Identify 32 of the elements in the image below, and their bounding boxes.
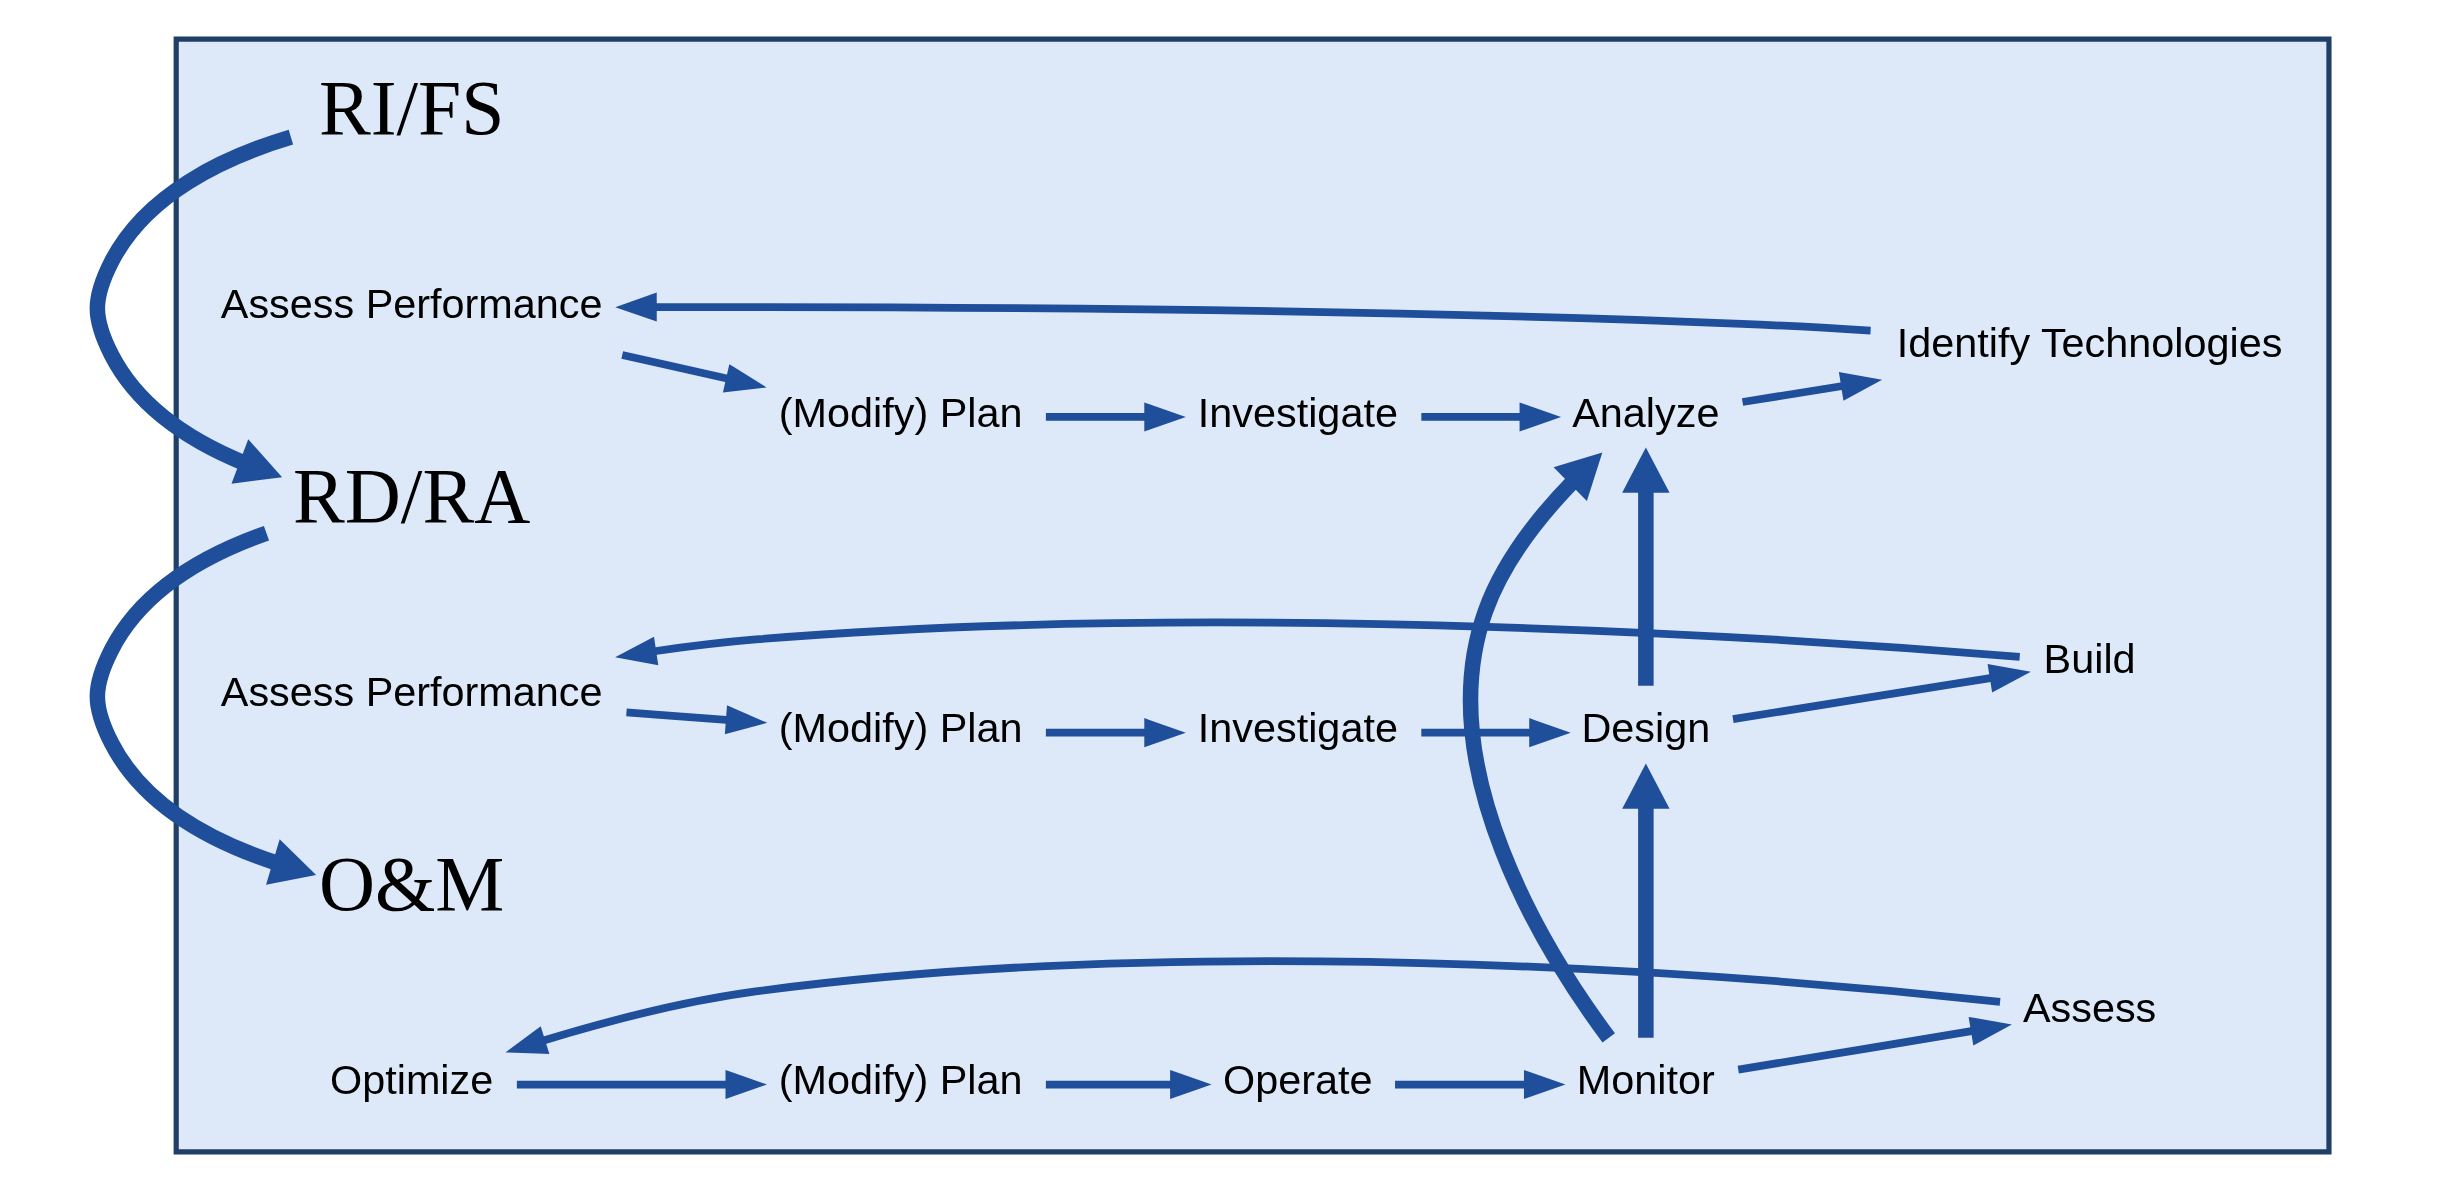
node-text: (Modify) Plan bbox=[778, 705, 1023, 752]
node-text: (Modify) Plan bbox=[778, 389, 1023, 436]
node-text: Investigate bbox=[1197, 705, 1398, 752]
arrow bbox=[1621, 763, 1670, 1038]
cluster bbox=[173, 36, 2332, 1155]
node-text: Assess bbox=[2022, 984, 2156, 1031]
node-text: Identify Technologies bbox=[1896, 319, 2282, 366]
arrow bbox=[620, 351, 767, 393]
arrow bbox=[1621, 447, 1670, 686]
node-text: Operate bbox=[1222, 1057, 1373, 1104]
node-text: RD/RA bbox=[292, 452, 530, 539]
node-text: Analyze bbox=[1571, 389, 1719, 436]
node-text: O&M bbox=[318, 840, 504, 927]
arrow bbox=[625, 705, 767, 735]
arrow bbox=[1462, 452, 1615, 1043]
arrow bbox=[1420, 718, 1571, 748]
node-text: Investigate bbox=[1197, 389, 1398, 436]
node-text: Optimize bbox=[329, 1057, 493, 1104]
arrow bbox=[504, 957, 2000, 1054]
arrow bbox=[614, 292, 1871, 335]
node-text: RI/FS bbox=[318, 64, 504, 151]
node-text: Assess Performance bbox=[220, 669, 603, 716]
arrow bbox=[1741, 371, 1882, 406]
node-text: Build bbox=[2043, 635, 2136, 682]
arrow bbox=[89, 525, 316, 885]
node-text: Monitor bbox=[1576, 1057, 1715, 1104]
node-text: Assess Performance bbox=[220, 281, 603, 328]
arrow bbox=[89, 129, 293, 484]
arrow bbox=[1731, 663, 2031, 723]
node-text: (Modify) Plan bbox=[778, 1057, 1023, 1104]
arrow bbox=[1420, 402, 1561, 432]
node-text: Design bbox=[1580, 705, 1710, 752]
